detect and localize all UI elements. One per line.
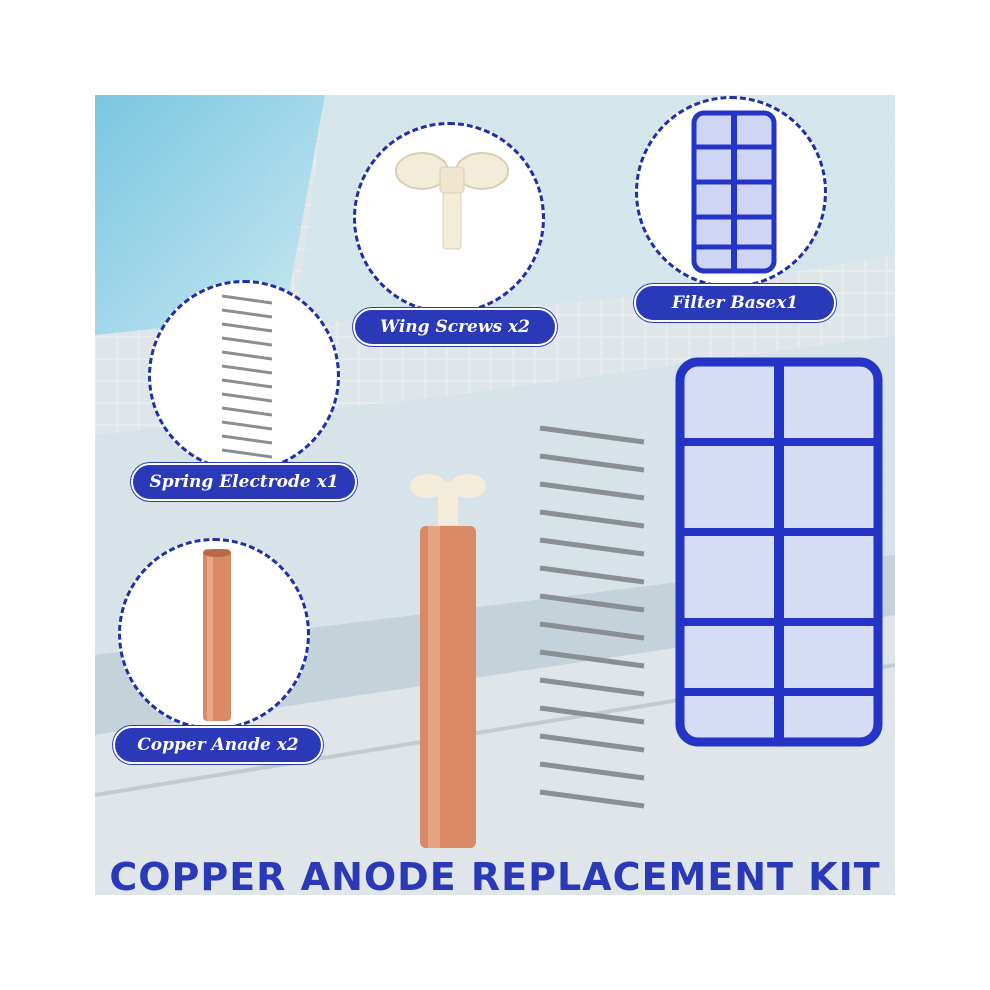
copper-anode-with-screw-icon (410, 474, 486, 848)
copper-tube-icon (203, 549, 231, 721)
wing-screw-icon (395, 152, 509, 250)
filter-base-label: Filter Basex1 (634, 284, 836, 322)
filter-basket-icon (691, 110, 777, 274)
wing-screw-callout (353, 122, 545, 314)
filter-base-callout (635, 96, 827, 288)
copper-anode-label: Copper Anade x2 (113, 726, 323, 764)
wing-screw-label: Wing Screws x2 (353, 308, 557, 346)
spring-callout (148, 280, 340, 472)
spring-icon (221, 294, 273, 459)
copper-tube-callout (118, 538, 310, 730)
large-filter-basket-icon (675, 357, 883, 747)
large-spring-icon (539, 425, 645, 809)
spring-label: Spring Electrode x1 (131, 463, 357, 501)
kit-title: COPPER ANODE REPLACEMENT KIT (109, 855, 881, 899)
